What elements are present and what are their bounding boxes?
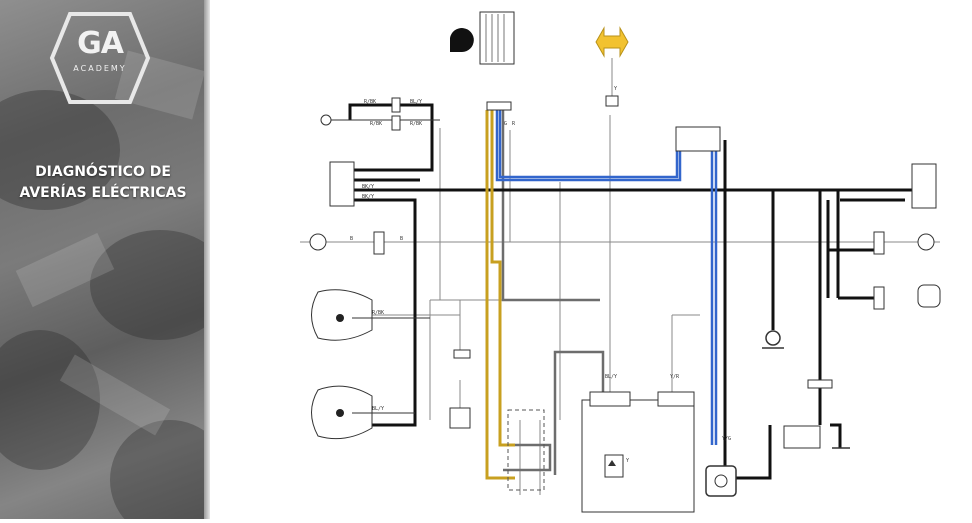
blue-wire	[495, 110, 714, 445]
blue-wire	[498, 110, 718, 445]
wire-label: R/BK	[410, 121, 422, 127]
ignition-switch-icon	[450, 28, 474, 52]
wire-label: B	[400, 236, 403, 242]
switch-connector	[486, 101, 512, 111]
cdi-core-icon	[714, 474, 728, 488]
gray-wire	[553, 350, 605, 475]
sidebar-panel: GA ACADEMY DIAGNÓSTICO DE AVERÍAS ELÉCTR…	[0, 0, 210, 519]
logo-text: GA	[77, 26, 124, 61]
small-lamp-icon	[320, 114, 332, 126]
yellow-connector-icon	[595, 26, 629, 58]
right-switch	[911, 163, 937, 209]
background-texture	[110, 420, 210, 519]
connector	[391, 115, 401, 131]
terminal	[589, 391, 631, 407]
wire-labels: R/BK R/BK R/BK BL/Y BK/Y BK/Y B B R/BK B…	[350, 86, 731, 464]
diode-symbol-icon	[608, 460, 616, 466]
connector	[453, 349, 471, 359]
sensor-icon	[765, 330, 781, 346]
wire-label: B	[350, 236, 353, 242]
black-wires	[340, 103, 935, 480]
terminal	[657, 391, 695, 407]
wire-label: BL/Y	[605, 374, 617, 380]
turn-signal-lamp-icon	[917, 233, 935, 251]
logo-frame-icon	[49, 12, 151, 104]
yellow-wire	[485, 110, 515, 480]
stator-box	[507, 409, 545, 491]
wiring-diagram: R/BK R/BK R/BK BL/Y BK/Y BK/Y B B R/BK B…	[210, 0, 972, 519]
yellow-wire	[490, 110, 515, 447]
wire-label: R	[512, 121, 516, 127]
stator-connector	[507, 409, 545, 491]
yellow-wire	[485, 110, 515, 480]
wire-label: BK/Y	[362, 194, 374, 200]
background-texture	[90, 230, 210, 340]
sidebar-title-line1: DIAGNÓSTICO DE	[35, 164, 171, 180]
battery-icon	[783, 425, 821, 449]
cdi-icon	[705, 465, 737, 497]
turn-signal-lamp-icon	[309, 233, 327, 251]
connector	[873, 286, 885, 310]
left-turn-signal	[309, 231, 385, 255]
switch-block	[479, 11, 515, 65]
left-switch-assembly	[320, 97, 440, 207]
wire-label: Y	[614, 86, 617, 92]
logo-subtext: ACADEMY	[73, 64, 127, 73]
brake-switch	[449, 349, 471, 429]
black-wire	[340, 103, 434, 172]
cdi-unit	[705, 465, 737, 497]
connector-plug	[605, 95, 619, 107]
ga-academy-logo: GA ACADEMY	[48, 6, 152, 110]
handlebar-switch	[329, 161, 355, 207]
blue-wire	[495, 110, 718, 445]
wire-label: BL/Y	[410, 99, 422, 105]
wiring-diagram-canvas: R/BK R/BK R/BK BL/Y BK/Y BK/Y B B R/BK B…	[300, 11, 941, 513]
wire-label: R/BK	[364, 99, 376, 105]
background-texture	[0, 330, 100, 470]
bulb-icon	[336, 409, 344, 417]
black-wire	[830, 423, 842, 448]
yellow-connector	[595, 26, 629, 107]
wire-label: G	[504, 121, 507, 127]
gray-wire	[501, 110, 600, 302]
right-side-components	[762, 163, 941, 449]
wire-label: Y/G	[722, 436, 731, 442]
sidebar-title-line2: AVERÍAS ELÉCTRICAS	[19, 185, 187, 201]
ignition-switch	[450, 11, 515, 111]
bulb-icon	[336, 314, 344, 322]
background-texture	[0, 90, 120, 210]
gray-wire	[503, 443, 552, 472]
wire-label: Y	[626, 458, 629, 464]
top-connector-box	[675, 126, 721, 152]
wire-label: R/BK	[370, 121, 382, 127]
black-wire	[340, 198, 417, 427]
regulator-rectifier	[581, 391, 695, 513]
connector	[873, 231, 885, 255]
connector	[373, 231, 385, 255]
sidebar-edge	[204, 0, 210, 519]
horn-icon	[917, 284, 941, 308]
wire-label: R/BK	[372, 310, 384, 316]
regulator-box	[581, 399, 695, 513]
thin-wires	[300, 115, 940, 495]
connector	[391, 97, 401, 113]
black-wire	[735, 425, 772, 480]
wire-label: BL/Y	[372, 406, 384, 412]
headlight	[311, 289, 430, 341]
wire-label: Y/R	[670, 374, 680, 380]
sidebar-title: DIAGNÓSTICO DE AVERÍAS ELÉCTRICAS	[10, 162, 196, 204]
wire-label: BK/Y	[362, 184, 374, 190]
brake-switch-icon	[449, 407, 471, 429]
fuse	[807, 379, 833, 389]
tail-light	[311, 385, 415, 440]
